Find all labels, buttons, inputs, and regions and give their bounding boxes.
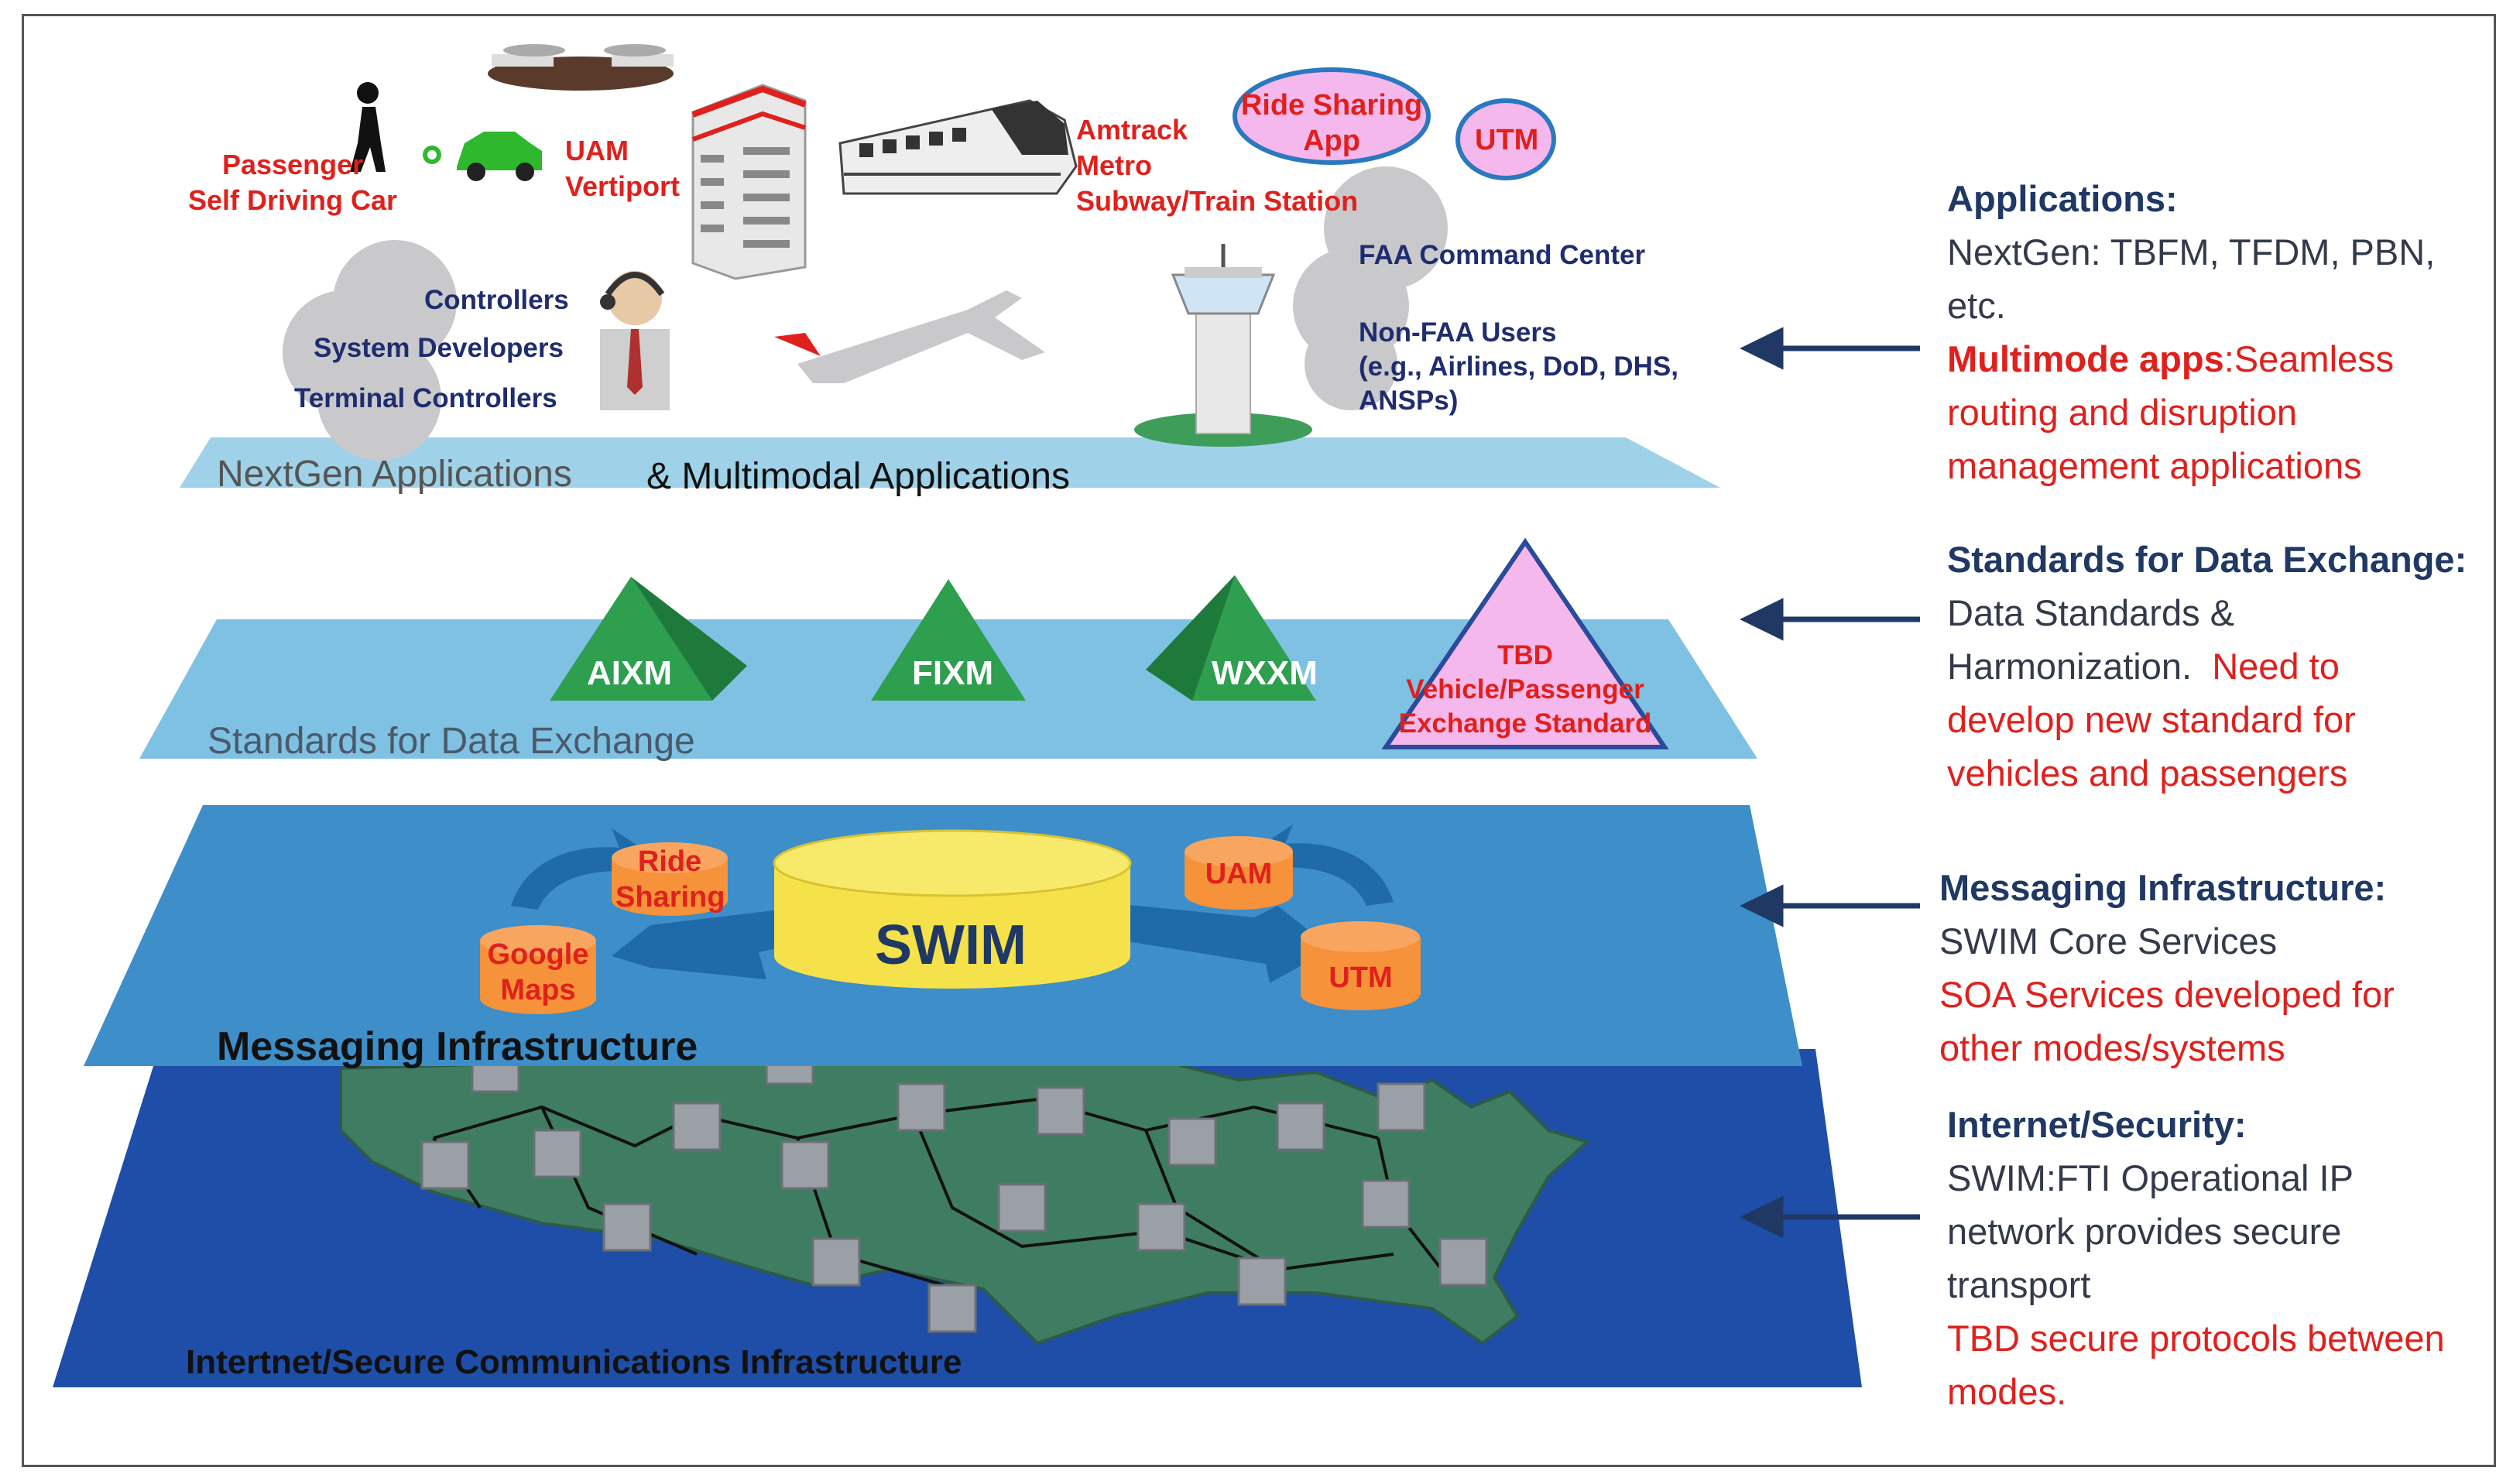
arrow-messaging — [1740, 884, 1920, 927]
pointer-arrows — [1740, 327, 1920, 1239]
swim-cylinder — [773, 829, 1132, 989]
self-driving-car-icon — [423, 132, 542, 181]
internet-layer-label: Intertnet/Secure Communications Infrastr… — [186, 1343, 962, 1381]
nextgen-applications-layer-label: NextGen Applications — [217, 454, 572, 495]
train-icon — [838, 99, 1078, 195]
system-developers-label: System Developers — [314, 333, 564, 363]
applications-description: Applications: NextGen: TBFM, TFDM, PBN, … — [1947, 172, 2435, 492]
arrow-internet — [1740, 1195, 1920, 1239]
applications-heading: Applications: — [1947, 178, 2178, 219]
control-tower-icon — [1134, 244, 1312, 447]
messaging-description: Messaging Infrastructure: SWIM Core Serv… — [1939, 861, 2395, 1075]
standards-description: Standards for Data Exchange: Data Standa… — [1947, 533, 2467, 800]
big-arrow-left — [612, 906, 813, 979]
uam-service-label: UAM — [1205, 858, 1273, 890]
multimodal-applications-layer-label: & Multimodal Applications — [646, 456, 1070, 497]
network-nodes — [420, 1051, 1488, 1333]
utm-app-label: UTM — [1475, 124, 1539, 156]
walking-passenger-icon — [350, 82, 386, 172]
arrow-applications — [1740, 327, 1920, 370]
controller-person-icon — [600, 271, 670, 410]
controllers-label: Controllers — [424, 285, 569, 315]
airplane-icon — [774, 290, 1045, 383]
ride-sharing-cylinder — [612, 842, 728, 916]
fixm-label: FIXM — [912, 654, 994, 692]
standards-heading: Standards for Data Exchange: — [1947, 539, 2467, 580]
utm-service-label: UTM — [1329, 962, 1393, 994]
utm-cylinder — [1301, 921, 1421, 1010]
fixm-pyramid — [871, 579, 1026, 701]
google-maps-cylinder — [480, 925, 596, 1014]
uam-cylinder — [1185, 836, 1293, 910]
aixm-pyramid — [550, 577, 747, 701]
swim-label: SWIM — [875, 914, 1027, 976]
internet-heading: Internet/Security: — [1947, 1104, 2247, 1145]
gray-bubbles — [283, 166, 1448, 461]
uam-aircraft-icon — [488, 44, 674, 91]
tbd-triangle — [1381, 537, 1669, 749]
utm-bubble — [1455, 98, 1556, 180]
ride-sharing-app-bubble — [1233, 67, 1431, 165]
top-layer-plane — [180, 437, 1720, 488]
terminal-controllers-label: Terminal Controllers — [294, 383, 557, 413]
diagram-frame — [22, 14, 2496, 1467]
wxxm-label: WXXM — [1212, 654, 1318, 692]
arrow-standards — [1740, 598, 1920, 641]
vertiport-building-icon — [691, 84, 807, 280]
messaging-heading: Messaging Infrastructure: — [1939, 867, 2387, 908]
wxxm-pyramid — [1146, 575, 1316, 701]
aixm-label: AIXM — [587, 654, 672, 692]
messaging-layer-label: Messaging Infrastructure — [217, 1024, 698, 1069]
big-arrow-right — [1099, 902, 1332, 983]
internet-description: Internet/Security: SWIM:FTI Operational … — [1947, 1098, 2445, 1418]
curved-arrow-left-top — [511, 828, 658, 910]
faa-command-center-label: FAA Command Center — [1359, 240, 1646, 270]
non-faa-users-label: Non-FAA Users(e.g., Airlines, DoD, DHS,A… — [1359, 317, 1678, 416]
standards-layer-label: Standards for Data Exchange — [207, 721, 695, 762]
